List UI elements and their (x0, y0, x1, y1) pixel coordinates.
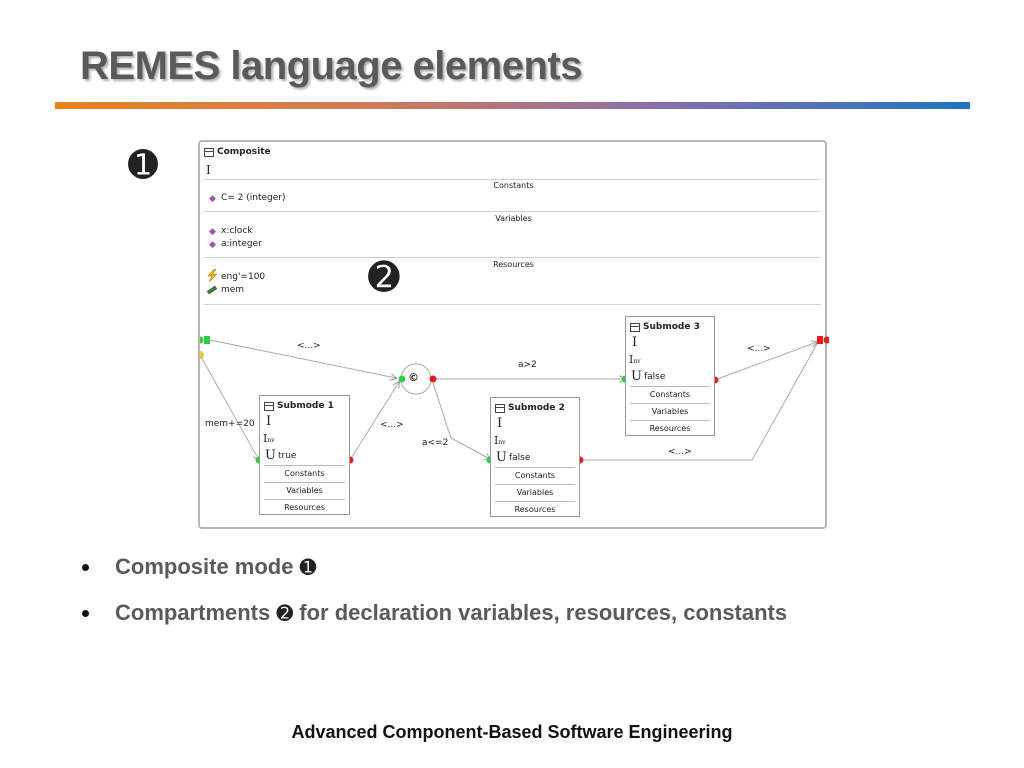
composite-title: Composite (217, 147, 271, 157)
variable-diamond-icon: ◆ (209, 239, 216, 249)
compartment-divider (204, 304, 821, 305)
submode-1: Submode 1 I Inv U true Constants Variabl… (259, 395, 350, 515)
submode-urgent-value: true (278, 451, 297, 461)
submode-variables-compartment: Variables (630, 403, 710, 420)
bullet-label: Composite mode (115, 554, 294, 579)
compartment-divider (204, 211, 821, 212)
submode-urgent-value: false (644, 372, 666, 382)
submode-icon (495, 404, 505, 413)
compartment-divider (204, 179, 821, 180)
conditional-exit-point (429, 375, 437, 383)
edge-label: a<=2 (422, 438, 449, 448)
edge-label: a>2 (518, 360, 537, 370)
bullet-label: Compartments (115, 600, 271, 625)
variable-item: x:clock (221, 226, 253, 236)
submode-title: Submode 1 (277, 401, 334, 411)
submode-2: Submode 2 I Inv U false Constants Variab… (490, 397, 580, 517)
edge-label: <...> (747, 344, 771, 354)
marker-1-icon: ➊ (128, 145, 159, 186)
bullet-dot-icon (82, 610, 89, 617)
submode-title: Submode 2 (508, 403, 565, 413)
composite-icon (204, 148, 214, 157)
entry-port (204, 336, 210, 344)
submode-constants-compartment: Constants (264, 465, 345, 482)
submode-urgent-value: false (509, 453, 531, 463)
edge-label: mem+=20 (205, 419, 255, 429)
submode-init-symbol: I (632, 335, 638, 350)
composite-invariant: I (206, 163, 211, 177)
submode-resources-compartment: Resources (264, 499, 345, 516)
title-underline-bar (55, 102, 970, 109)
submode-urgent-symbol: U (265, 448, 276, 463)
memory-icon (206, 285, 218, 295)
submode-resources-compartment: Resources (495, 501, 575, 518)
conditional-symbol: © (408, 371, 419, 384)
bullet-dot-icon (82, 564, 89, 571)
edge-label: <...> (297, 341, 321, 351)
edge-label: <...> (380, 420, 404, 430)
footer-text: Advanced Component-Based Software Engine… (291, 722, 733, 742)
constant-diamond-icon: ◆ (209, 193, 216, 203)
resources-compartment-label: Resources (493, 260, 534, 269)
bullet-text: for declaration variables, resources, co… (299, 600, 788, 625)
bullet-marker-icon: ➊ (299, 555, 317, 579)
lightning-icon (207, 269, 218, 282)
submode-urgent-symbol: U (631, 369, 642, 384)
submode-constants-compartment: Constants (630, 386, 710, 403)
edge-init-to-submode1 (200, 354, 259, 460)
compartment-divider (204, 257, 821, 258)
resource-item: mem (221, 285, 245, 295)
resource-item: eng'=100 (221, 272, 266, 282)
submode-invariant: Inv (629, 353, 641, 366)
submode-icon (630, 323, 640, 332)
bullet-item: Compartments ➋ for declaration variables… (82, 598, 787, 644)
variables-compartment-label: Variables (495, 214, 532, 223)
submode-init-symbol: I (497, 416, 503, 431)
submode-invariant: Inv (263, 432, 275, 445)
bullet-marker-icon: ➋ (276, 601, 294, 625)
edge-label: <...> (668, 447, 692, 457)
conditional-entry-point (398, 375, 406, 383)
bullet-item: Composite mode ➊ (82, 552, 787, 598)
bullet-list: Composite mode ➊ Compartments ➋ for decl… (82, 552, 787, 644)
exit-port (817, 336, 823, 344)
submode-variables-compartment: Variables (495, 484, 575, 501)
entry-point (200, 336, 204, 344)
submode-constants-compartment: Constants (495, 467, 575, 484)
variable-diamond-icon: ◆ (209, 226, 216, 236)
exit-point (823, 336, 829, 344)
submode-title: Submode 3 (643, 322, 700, 332)
marker-2-icon: ➋ (368, 255, 400, 299)
slide-title: REMES language elements (80, 44, 582, 88)
submode-init-symbol: I (266, 414, 272, 429)
constants-compartment-label: Constants (493, 181, 534, 190)
submode-variables-compartment: Variables (264, 482, 345, 499)
composite-mode-diagram: Composite I Constants ◆ C= 2 (integer) V… (198, 140, 829, 529)
submode-resources-compartment: Resources (630, 420, 710, 437)
submode-urgent-symbol: U (496, 450, 507, 465)
submode-3: Submode 3 I Inv U false Constants Variab… (625, 316, 715, 436)
init-point (200, 351, 204, 359)
submode-icon (264, 402, 274, 411)
submode-invariant: Inv (494, 434, 506, 447)
constant-item: C= 2 (integer) (221, 193, 286, 203)
variable-item: a:integer (221, 239, 262, 249)
